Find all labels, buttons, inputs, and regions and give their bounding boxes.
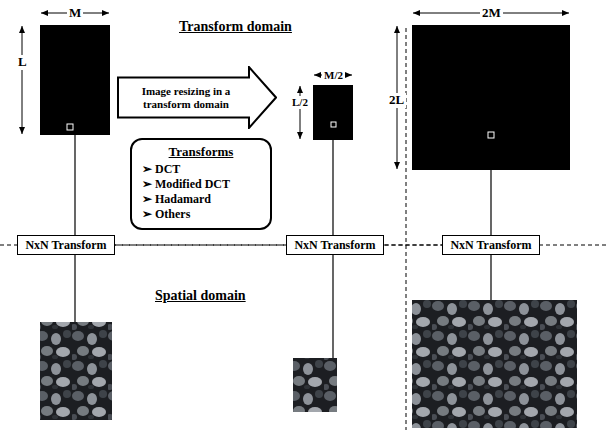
list-item: ➢ DCT xyxy=(142,162,260,177)
list-heading: Transforms xyxy=(142,144,260,160)
transform-box: NxN Transform xyxy=(442,235,540,255)
dashed-connector xyxy=(115,245,286,246)
node-text: NxN Transform xyxy=(294,238,375,252)
domain-heading: Transform domain xyxy=(177,19,294,35)
link-line xyxy=(74,254,75,322)
link-line xyxy=(332,140,333,236)
coefficient-block xyxy=(40,25,110,135)
transform-box: NxN Transform xyxy=(286,235,384,255)
list-item: ➢ Hadamard xyxy=(142,192,260,207)
arrow-shape xyxy=(118,67,276,128)
dimension-label: L xyxy=(16,55,29,70)
list-item: ➢ Modified DCT xyxy=(142,177,260,192)
dimension-label: M/2 xyxy=(322,69,345,82)
sub-block-marker xyxy=(331,122,336,127)
link-line xyxy=(490,254,491,300)
domain-heading: Spatial domain xyxy=(153,288,248,304)
list-item: ➢ Others xyxy=(142,207,260,222)
coefficient-block xyxy=(412,25,570,170)
dashed-connector xyxy=(384,245,442,246)
link-line xyxy=(74,135,75,236)
dimension-arrow xyxy=(300,86,301,139)
link-line xyxy=(490,170,491,236)
coefficient-block xyxy=(313,85,353,140)
dimension-arrow xyxy=(22,26,23,134)
dimension-label: 2L xyxy=(387,93,406,108)
photo-image xyxy=(293,358,337,412)
photo-image xyxy=(40,322,112,420)
transform-box: NxN Transform xyxy=(17,235,115,255)
node-text: NxN Transform xyxy=(450,238,531,252)
sub-block-marker xyxy=(67,124,73,130)
node-text: NxN Transform xyxy=(25,238,106,252)
dimension-label: M xyxy=(67,6,83,21)
photo-image xyxy=(412,300,577,428)
transform-list-box: Transforms ➢ DCT➢ Modified DCT➢ Hadamard➢… xyxy=(130,138,272,230)
dimension-label: L/2 xyxy=(290,96,310,109)
sub-block-marker xyxy=(488,132,494,138)
resize-arrow: Image resizing in a transform domain xyxy=(117,66,277,129)
node-text: Image resizing in a transform domain xyxy=(125,85,247,111)
arrow-outline xyxy=(117,66,277,129)
dimension-label: 2M xyxy=(480,6,503,21)
link-line xyxy=(332,254,333,358)
dashed-divider xyxy=(406,28,407,430)
